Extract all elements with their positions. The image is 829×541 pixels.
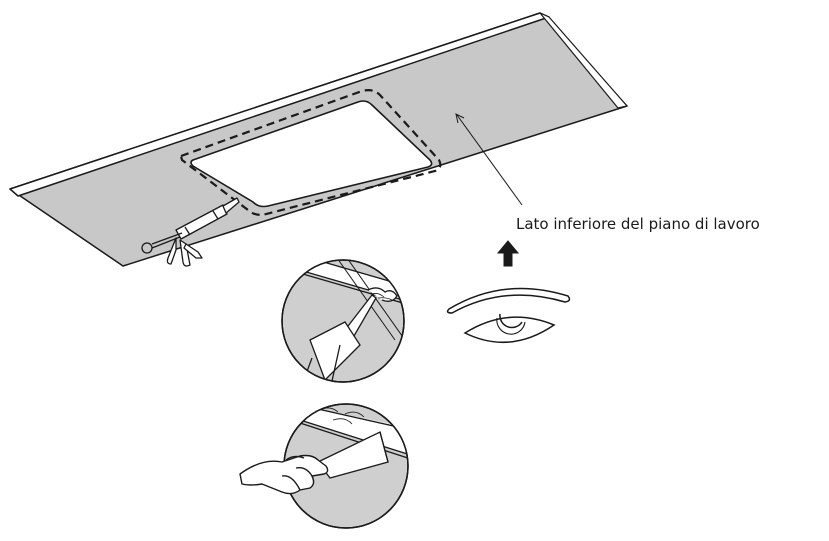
callout-label: Lato inferiore del piano di lavoro xyxy=(516,215,760,233)
hand xyxy=(239,454,329,495)
up-arrow-icon xyxy=(496,240,520,267)
callout-leader xyxy=(456,114,523,206)
sink-cutout xyxy=(179,89,442,216)
eye-icon xyxy=(446,287,571,344)
sealant-gun xyxy=(141,197,240,267)
sealant-detail-circle xyxy=(281,259,405,383)
